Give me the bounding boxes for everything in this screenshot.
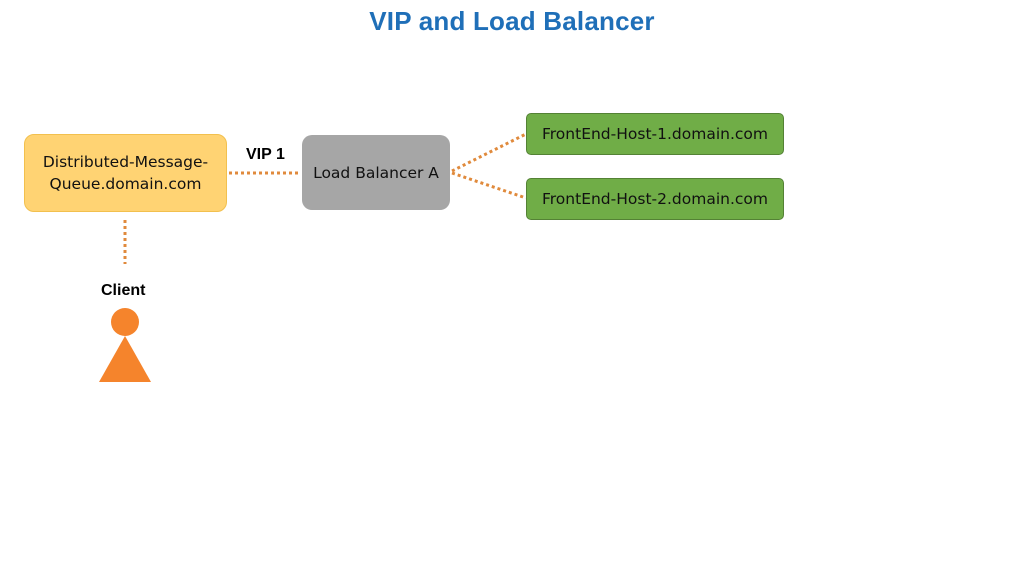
frontend-host-1-label: FrontEnd-Host-1.domain.com xyxy=(541,125,768,143)
client-label: Client xyxy=(101,282,146,299)
vip-label: VIP 1 xyxy=(246,146,285,163)
load-balancer-node: Load Balancer A xyxy=(302,135,450,210)
load-balancer-label: Load Balancer A xyxy=(313,163,439,182)
connector-load-balancer-to-host-2 xyxy=(451,171,527,200)
diagram-title: VIP and Load Balancer xyxy=(369,6,655,36)
message-queue-label-line-1: Distributed-Message- xyxy=(42,153,209,171)
connector-load-balancer-to-host-1 xyxy=(451,132,527,173)
person-icon-head xyxy=(111,308,139,336)
frontend-host-2-node: FrontEnd-Host-2.domain.com xyxy=(526,178,784,220)
message-queue-node: Distributed-Message- Queue.domain.com xyxy=(24,134,227,212)
frontend-host-2-label: FrontEnd-Host-2.domain.com xyxy=(541,190,768,208)
person-icon xyxy=(99,308,151,382)
message-queue-label-line-2: Queue.domain.com xyxy=(49,175,202,193)
person-icon-body xyxy=(99,336,151,382)
frontend-host-1-node: FrontEnd-Host-1.domain.com xyxy=(526,113,784,155)
